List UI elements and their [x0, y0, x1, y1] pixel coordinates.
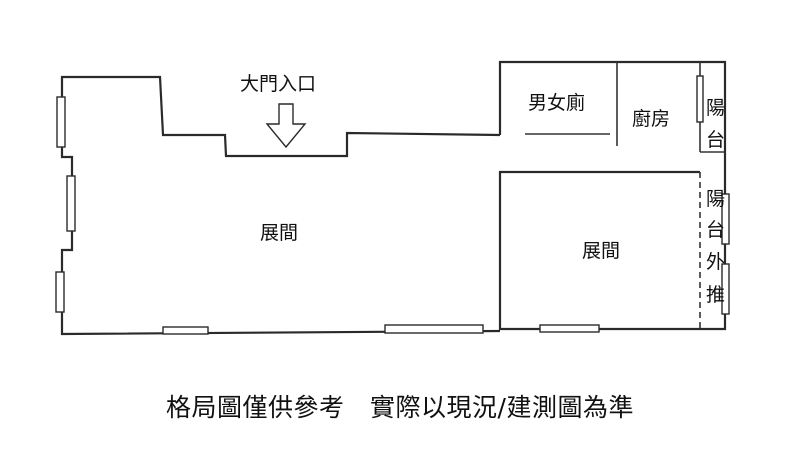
kitchen-label: 廚房 [632, 107, 670, 130]
balcony-label-char: 台 [706, 129, 725, 151]
living-room-right-label: 展間 [582, 240, 620, 262]
right-block-walls [498, 60, 727, 331]
balcony-label-char: 陽 [706, 97, 725, 119]
window-bottom-center [384, 324, 484, 334]
entrance-arrow-icon [265, 103, 307, 149]
balcony-push-out-label-char: 陽 [706, 188, 725, 210]
window-bottom-left [162, 326, 209, 335]
left-block-walls [60, 75, 501, 336]
disclaimer-caption: 格局圖僅供參考 實際以現況/建測圖為準 [166, 393, 634, 422]
living-room-left-label: 展間 [260, 222, 298, 244]
window-balcony [696, 75, 704, 123]
window-left-middle [66, 175, 76, 232]
balcony-push-out-label-char: 台 [706, 219, 725, 241]
window-left-lower [55, 271, 65, 313]
main-entrance-label: 大門入口 [240, 73, 316, 95]
window-bottom-right [539, 324, 600, 333]
window-right-upper [721, 193, 730, 245]
wc-label: 男女廁 [528, 91, 585, 114]
balcony-push-out-label-char: 外 [706, 251, 725, 273]
balcony-push-out-label-char: 推 [706, 284, 725, 306]
window-right-lower [721, 263, 730, 315]
window-left-upper [56, 96, 66, 148]
